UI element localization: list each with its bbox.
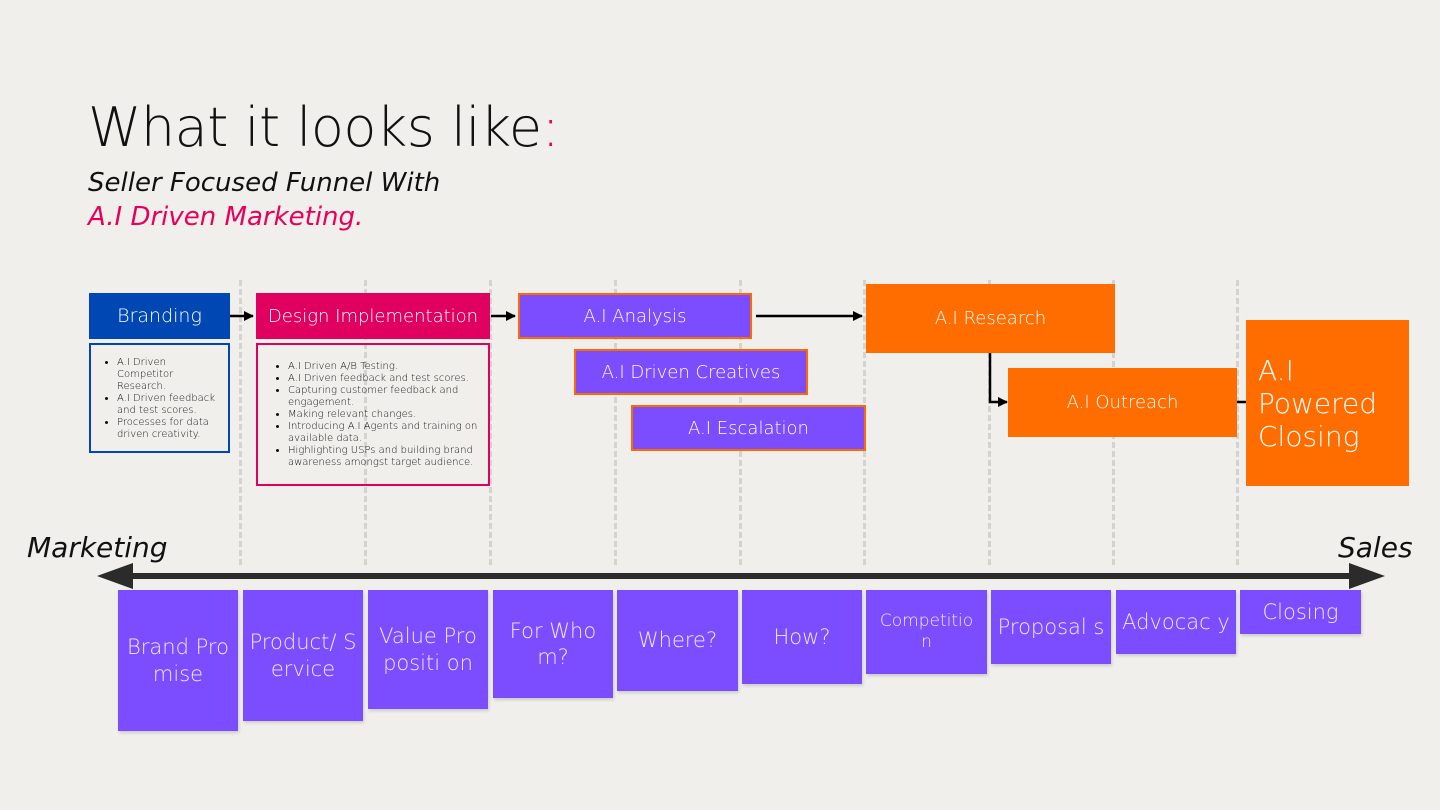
design-implementation-box: Design Implementation: [256, 293, 490, 339]
title-colon: :: [541, 96, 560, 159]
note-value-proposition: Value Propositi on: [368, 590, 488, 709]
guide-line: [364, 280, 367, 565]
note-where: Where?: [617, 590, 738, 691]
subtitle-line-1: Seller Focused Funnel With: [88, 168, 441, 198]
arrow-research-outreach: [988, 353, 1008, 407]
design-detail-item: Highlighting USPs and building brand awa…: [288, 445, 478, 469]
note-product-service: Product/ Service: [243, 590, 363, 721]
marketing-sales-axis: [97, 563, 1385, 589]
guide-line: [489, 280, 492, 565]
guide-line: [614, 280, 617, 565]
guide-line: [1236, 280, 1239, 565]
note-proposals: Proposal s: [991, 590, 1111, 664]
design-detail-item: Introducing A.I Agents and training on a…: [288, 421, 478, 445]
note-how: How?: [742, 590, 862, 684]
guide-line: [988, 280, 991, 565]
branding-detail-item: A.I Driven feedback and test scores.: [117, 393, 220, 417]
branding-detail-item: Processes for data driven creativity.: [117, 417, 220, 441]
note-competition: Competitio n: [866, 590, 987, 674]
note-closing: Closing: [1240, 590, 1361, 634]
axis-label-sales: Sales: [1338, 531, 1413, 564]
ai-outreach-box: A.I Outreach: [1008, 368, 1237, 437]
axis-label-marketing: Marketing: [27, 531, 168, 564]
subtitle-line-2: A.I Driven Marketing.: [88, 202, 364, 232]
ai-closing-box: A.I Powered Closing: [1246, 320, 1409, 486]
ai-analysis-box: A.I Analysis: [518, 293, 752, 339]
ai-research-box: A.I Research: [866, 284, 1115, 353]
note-brand-promise: Brand Promise: [118, 590, 238, 731]
note-advocacy: Advocac y: [1116, 590, 1236, 654]
note-for-whom: For Whom?: [493, 590, 613, 698]
page-title: What it looks like:: [88, 96, 560, 159]
title-text: What it looks like: [88, 96, 542, 159]
branding-details: A.I Driven Competitor Research. A.I Driv…: [89, 343, 230, 453]
design-detail-item: Making relevant changes.: [288, 409, 478, 421]
design-details: A.I Driven A/B Testing. A.I Driven feedb…: [256, 343, 490, 486]
ai-escalation-box: A.I Escalation: [631, 405, 866, 451]
branding-detail-item: A.I Driven Competitor Research.: [117, 357, 220, 393]
ai-creatives-box: A.I Driven Creatives: [574, 349, 808, 395]
design-detail-item: A.I Driven A/B Testing.: [288, 361, 478, 373]
branding-box: Branding: [89, 293, 230, 339]
design-detail-item: Capturing customer feedback and engageme…: [288, 385, 478, 409]
design-detail-item: A.I Driven feedback and test scores.: [288, 373, 478, 385]
guide-line: [239, 280, 242, 565]
